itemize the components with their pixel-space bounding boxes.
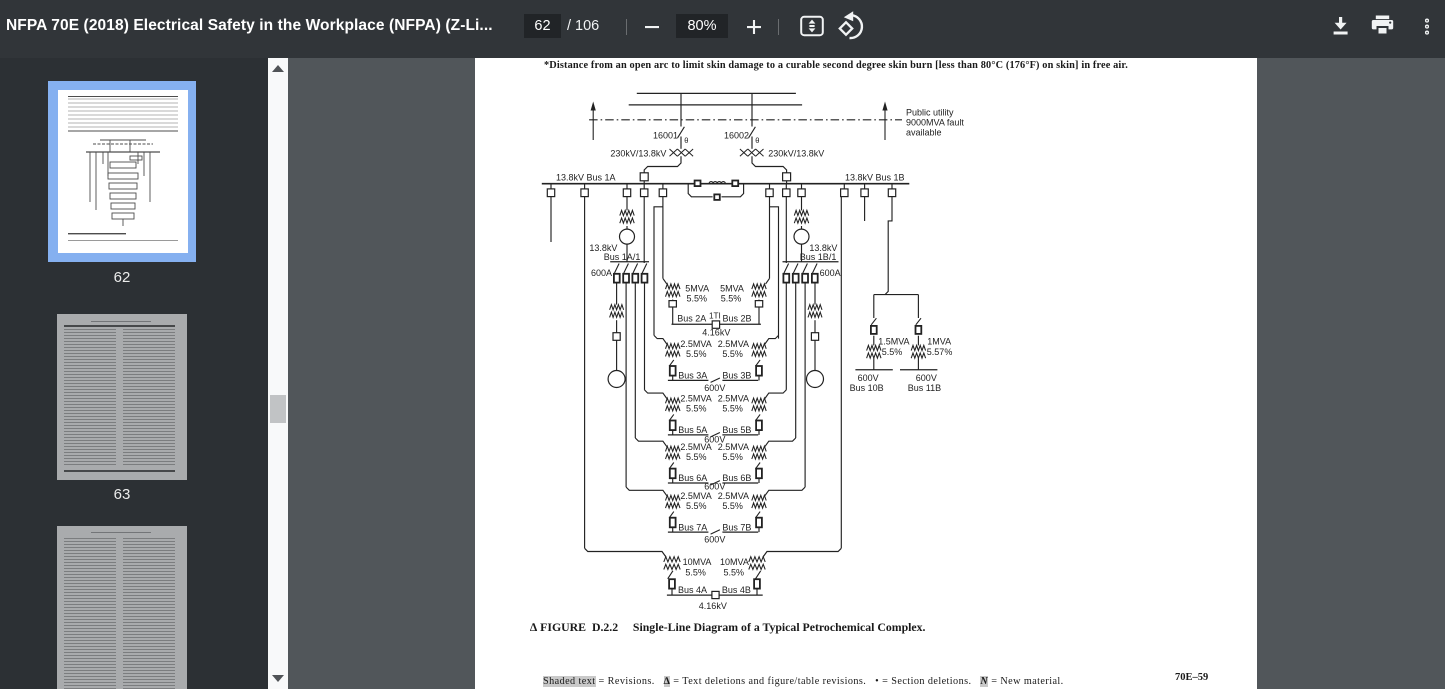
svg-text:13.8kV Bus 1A: 13.8kV Bus 1A	[556, 173, 616, 183]
svg-text:16002: 16002	[724, 131, 749, 141]
svg-text:600V: 600V	[704, 482, 725, 492]
svg-text:5.5%: 5.5%	[724, 567, 745, 577]
svg-text:230kV/13.8kV: 230kV/13.8kV	[610, 148, 666, 158]
svg-text:Bus 10B: Bus 10B	[850, 383, 884, 393]
svg-text:Bus 5A: Bus 5A	[678, 425, 707, 435]
svg-text:5.5%: 5.5%	[722, 501, 743, 511]
svg-text:2.5MVA: 2.5MVA	[718, 491, 749, 501]
svg-text:5.5%: 5.5%	[686, 404, 707, 414]
svg-text:5.5%: 5.5%	[686, 452, 707, 462]
svg-text:Bus 7A: Bus 7A	[678, 522, 707, 532]
svg-text:Bus 1B/1: Bus 1B/1	[800, 252, 837, 262]
svg-text:10MVA: 10MVA	[683, 557, 712, 567]
svg-text:Bus 11B: Bus 11B	[908, 383, 941, 393]
svg-text:600V: 600V	[704, 535, 725, 545]
svg-text:13.8kV Bus 1B: 13.8kV Bus 1B	[845, 173, 905, 183]
svg-text:9000MVA fault: 9000MVA fault	[906, 118, 964, 128]
svg-text:5.5%: 5.5%	[686, 349, 707, 359]
svg-text:600V: 600V	[704, 383, 725, 393]
svg-text:5.57%: 5.57%	[927, 347, 953, 357]
svg-text:2.5MVA: 2.5MVA	[718, 394, 749, 404]
svg-text:2.5MVA: 2.5MVA	[718, 339, 749, 349]
svg-text:1TI: 1TI	[709, 311, 721, 320]
svg-text:1MVA: 1MVA	[927, 336, 951, 346]
svg-text:2.5MVA: 2.5MVA	[718, 442, 749, 452]
svg-text:2.5MVA: 2.5MVA	[680, 442, 711, 452]
svg-text:600V: 600V	[704, 435, 725, 445]
svg-text:Bus 4A: Bus 4A	[678, 585, 707, 595]
svg-text:5.5%: 5.5%	[722, 452, 743, 462]
svg-text:Bus 3B: Bus 3B	[722, 371, 751, 381]
svg-text:θ: θ	[755, 136, 759, 145]
svg-text:600V: 600V	[858, 373, 879, 383]
svg-text:2.5MVA: 2.5MVA	[680, 339, 711, 349]
svg-text:Bus 7B: Bus 7B	[722, 522, 751, 532]
svg-text:Public utility: Public utility	[906, 108, 954, 118]
svg-text:4.16kV: 4.16kV	[702, 328, 730, 338]
svg-text:5MVA: 5MVA	[685, 284, 709, 294]
svg-text:16001: 16001	[653, 131, 678, 141]
svg-text:600A: 600A	[591, 268, 612, 278]
svg-text:5.5%: 5.5%	[722, 404, 743, 414]
svg-text:Bus 4B: Bus 4B	[722, 585, 751, 595]
svg-text:Bus 2B: Bus 2B	[723, 313, 752, 323]
svg-text:5.5%: 5.5%	[882, 347, 903, 357]
svg-text:available: available	[906, 128, 942, 138]
svg-text:2.5MVA: 2.5MVA	[680, 394, 711, 404]
svg-text:Bus 6B: Bus 6B	[722, 473, 751, 483]
svg-text:1.5MVA: 1.5MVA	[878, 336, 909, 346]
svg-text:600V: 600V	[916, 373, 937, 383]
svg-text:5.5%: 5.5%	[687, 294, 708, 304]
svg-text:13.8kV: 13.8kV	[589, 243, 617, 253]
svg-text:Bus 6A: Bus 6A	[678, 473, 707, 483]
svg-text:10MVA: 10MVA	[720, 557, 749, 567]
svg-text:600A: 600A	[820, 268, 841, 278]
svg-text:230kV/13.8kV: 230kV/13.8kV	[768, 148, 824, 158]
svg-text:Bus 3A: Bus 3A	[678, 371, 707, 381]
svg-text:5.5%: 5.5%	[685, 567, 706, 577]
svg-text:5.5%: 5.5%	[686, 501, 707, 511]
svg-text:13.8kV: 13.8kV	[809, 243, 837, 253]
svg-text:Bus 1A/1: Bus 1A/1	[604, 252, 641, 262]
svg-text:5.5%: 5.5%	[722, 349, 743, 359]
svg-text:4.16kV: 4.16kV	[699, 601, 727, 611]
svg-text:Bus 5B: Bus 5B	[722, 425, 751, 435]
svg-text:5.5%: 5.5%	[721, 294, 742, 304]
svg-text:2.5MVA: 2.5MVA	[680, 491, 711, 501]
svg-text:5MVA: 5MVA	[720, 284, 744, 294]
svg-text:θ: θ	[684, 136, 688, 145]
svg-text:Bus 2A: Bus 2A	[677, 313, 706, 323]
